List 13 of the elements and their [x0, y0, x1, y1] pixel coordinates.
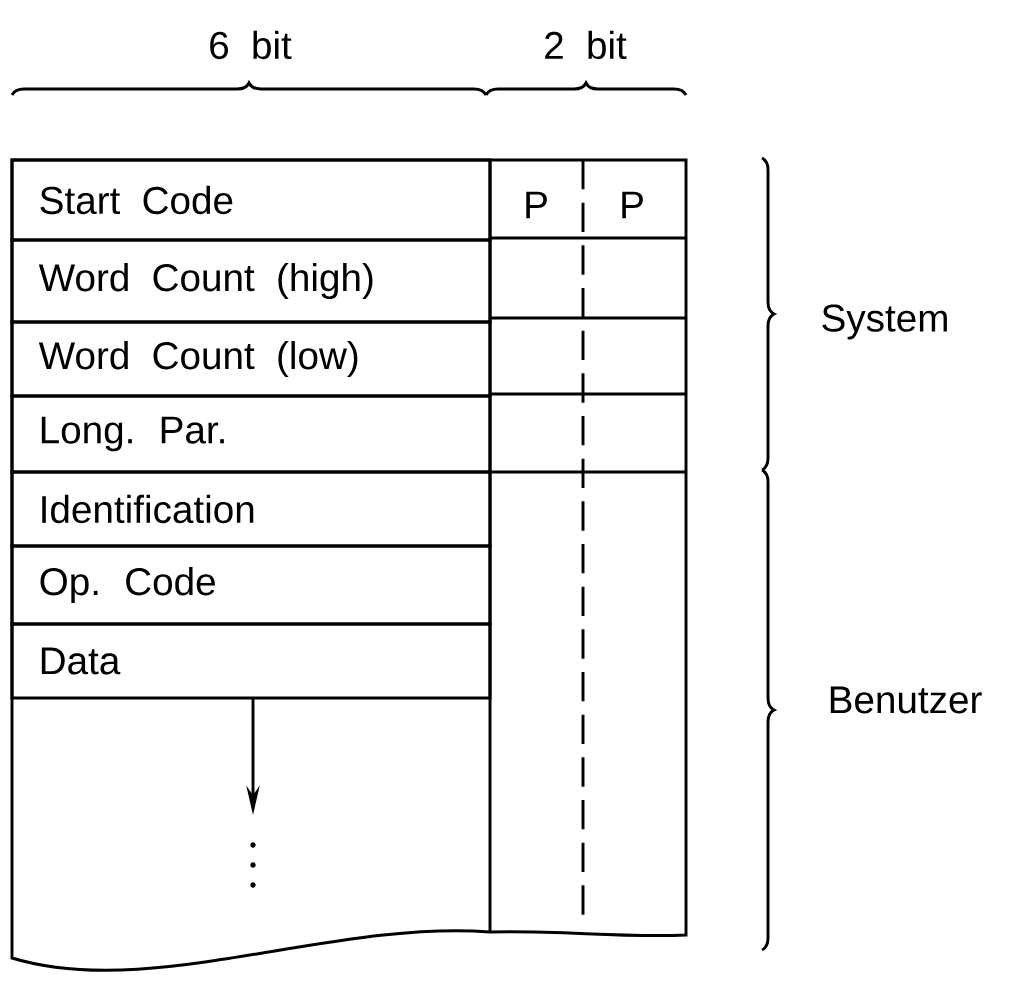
table-row: Op. Code [10, 544, 492, 626]
table-row: Identification [10, 470, 492, 548]
parity-label: P [622, 191, 643, 219]
bit-label: 2 bit [545, 30, 627, 60]
table-row: Long. Par. [10, 394, 492, 474]
table-row: Word Count (high) [10, 238, 492, 324]
table-row: Start Code [10, 158, 492, 242]
group-label: Benutzer [830, 686, 982, 714]
bit-label: 6 bit [210, 30, 292, 60]
table-row: Word Count (low) [10, 320, 492, 398]
table-row: Data [10, 622, 492, 700]
group-label: System [822, 304, 947, 340]
parity-label: P [526, 191, 547, 219]
